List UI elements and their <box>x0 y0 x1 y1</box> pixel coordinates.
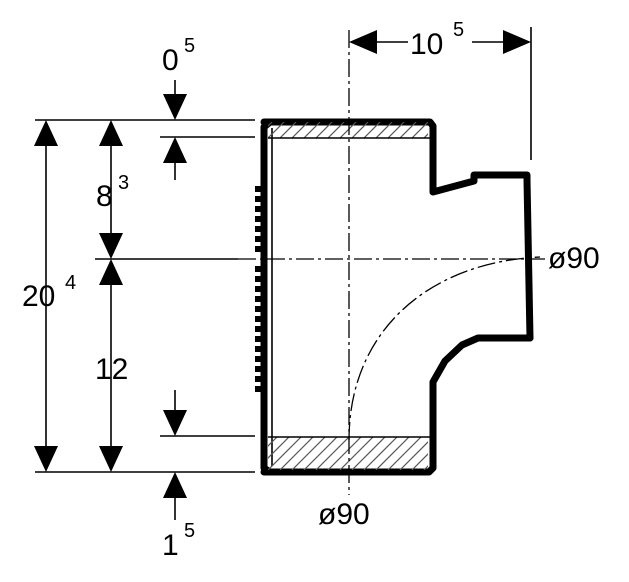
hatch-line <box>411 453 428 470</box>
hatch-line <box>268 437 290 459</box>
socket-rib <box>255 196 265 202</box>
socket-rib <box>255 266 265 272</box>
fitting-outline <box>260 118 534 476</box>
branch-width-label: 10 <box>410 28 443 61</box>
hatch-line <box>460 437 493 470</box>
hatch-line <box>460 122 476 138</box>
hatch-line <box>351 437 386 470</box>
hatch-line <box>387 437 422 470</box>
socket-rib <box>255 316 265 322</box>
socket-rib <box>255 356 265 362</box>
branch-flow-curve <box>348 256 541 441</box>
socket-rib <box>255 286 265 292</box>
hatch-line <box>232 122 248 138</box>
hatch-line <box>436 437 469 470</box>
hatch-line <box>436 122 452 138</box>
top-offset-superscript: 5 <box>184 35 195 57</box>
hatch-line <box>268 122 285 138</box>
hatch-line <box>291 437 326 470</box>
hatch-line <box>315 122 333 138</box>
socket-rib <box>255 376 265 382</box>
hatch-line <box>411 122 428 138</box>
hatch-line <box>220 122 236 138</box>
hatch-line <box>375 437 410 470</box>
socket-rib <box>255 216 265 222</box>
hatch-line <box>327 437 362 470</box>
hatch-line <box>363 122 381 138</box>
hatch-line <box>315 437 350 470</box>
dimension-branch-width <box>349 30 531 54</box>
hatch-line <box>220 437 253 470</box>
socket-ribs <box>255 186 265 392</box>
dimension-lower-height <box>99 259 123 472</box>
hatch-line <box>268 437 278 447</box>
socket-rib <box>255 346 265 352</box>
dimension-upper-height <box>99 120 123 259</box>
hatch-line <box>399 122 417 138</box>
hatch-line <box>268 122 273 127</box>
socket-rib <box>255 366 265 372</box>
hatch-line <box>291 122 309 138</box>
hatch-line <box>339 437 374 470</box>
hatch-top-section <box>220 122 476 138</box>
hatch-line <box>339 122 357 138</box>
hatch-line <box>279 437 314 470</box>
socket-rib <box>255 246 265 252</box>
lower-height-label: 12 <box>95 353 128 386</box>
hatch-line <box>244 122 260 138</box>
top-offset-label: 0 <box>162 44 179 77</box>
hatch-line <box>303 122 321 138</box>
extension-lines <box>35 27 532 473</box>
total-height-superscript: 4 <box>65 272 76 294</box>
hatch-line <box>327 122 345 138</box>
hatch-line <box>448 122 464 138</box>
hatch-line <box>399 441 428 470</box>
socket-rib <box>255 226 265 232</box>
main-diameter-label: ø90 <box>318 498 370 531</box>
socket-rib <box>255 386 265 392</box>
total-height-label: 20 <box>22 280 55 313</box>
socket-rib <box>255 306 265 312</box>
hatch-line <box>351 122 369 138</box>
socket-rib <box>255 336 265 342</box>
hatch-line <box>232 437 265 470</box>
hatch-line <box>268 437 302 470</box>
socket-rib <box>255 186 265 192</box>
center-lines <box>238 30 545 495</box>
hatch-line <box>375 122 393 138</box>
hatch-line <box>423 133 428 138</box>
socket-rib <box>255 326 265 332</box>
socket-rib <box>255 236 265 242</box>
hatch-line <box>303 437 338 470</box>
bottom-offset-superscript: 5 <box>184 520 195 542</box>
socket-rib <box>255 296 265 302</box>
bottom-offset-label: 1 <box>162 529 179 562</box>
branch-diameter-label: ø90 <box>548 242 600 275</box>
socket-rib <box>255 276 265 282</box>
hatch-bottom-section <box>220 437 493 470</box>
hatch-line <box>448 437 481 470</box>
hatch-line <box>423 465 428 470</box>
hatch-line <box>363 437 398 470</box>
hatch-line <box>387 122 405 138</box>
upper-height-label: 8 <box>96 180 113 213</box>
hatch-line <box>279 122 297 138</box>
socket-rib <box>255 206 265 212</box>
dimension-top-offset-arrows <box>163 80 187 180</box>
upper-height-superscript: 3 <box>118 172 129 194</box>
branch-width-superscript: 5 <box>453 19 464 41</box>
dimension-total-height <box>34 120 58 472</box>
dimension-bottom-offset-arrows <box>163 390 187 520</box>
